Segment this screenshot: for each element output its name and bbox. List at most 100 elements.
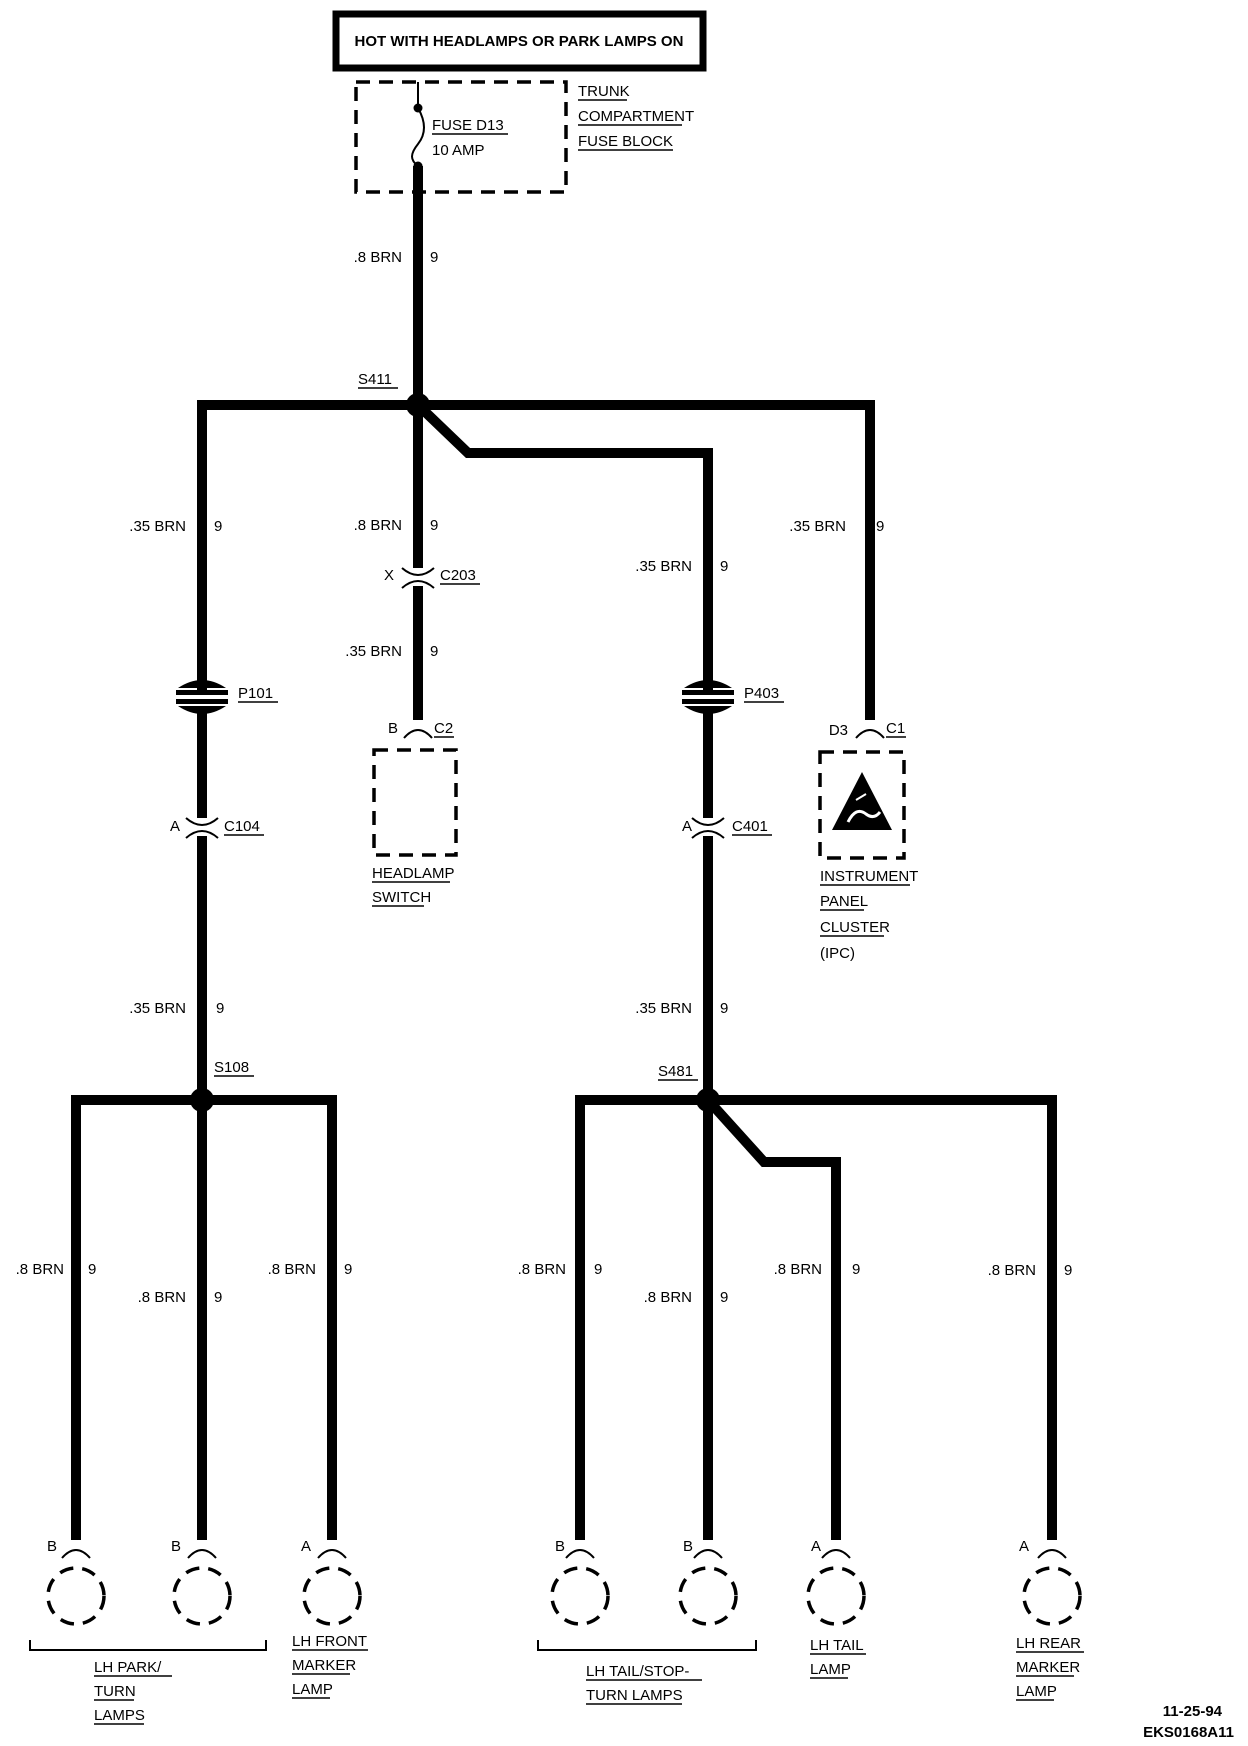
connector-c1-label: C1: [886, 720, 905, 737]
c203-down-circuit: 9: [430, 643, 438, 660]
lamp-pin-6: A: [811, 1538, 821, 1555]
splice-s108-label: S108: [214, 1059, 249, 1076]
lh-park-turn-name-3: LAMPS: [94, 1707, 145, 1724]
connector-c1-pin: D3: [829, 722, 848, 739]
lamp-pin-1: B: [47, 1538, 57, 1555]
connector-c401-pin: A: [682, 818, 692, 835]
lamp-pin-2: B: [171, 1538, 181, 1555]
wire-s411-to-p101: [197, 400, 418, 690]
headlamp-switch-name-2: SWITCH: [372, 889, 431, 906]
lh-rear-marker-name-2: MARKER: [1016, 1659, 1080, 1676]
wire-s481-to-tail-stop-1: [575, 1095, 708, 1540]
ipc-name-2: PANEL: [820, 893, 868, 910]
connector-c2-label: C2: [434, 720, 453, 737]
connector-c203-label: C203: [440, 567, 476, 584]
s108-feed-circuit: 9: [216, 1000, 224, 1017]
footer-date: 11-25-94: [1163, 1703, 1223, 1720]
lh-tail-stop-turn-name-1: LH TAIL/STOP-: [586, 1663, 689, 1680]
fuse-block-name-3: FUSE BLOCK: [578, 133, 673, 150]
passthrough-p403-label: P403: [744, 685, 779, 702]
connector-c2-icon: [403, 729, 433, 739]
left-wire-gauge: .35 BRN: [129, 518, 186, 535]
rb3-gauge: .8 BRN: [774, 1261, 822, 1278]
lb1-circuit: 9: [88, 1261, 96, 1278]
main-wire-circuit: 9: [430, 249, 438, 266]
connector-c401-top: [691, 817, 725, 826]
splice-s481-label: S481: [658, 1063, 693, 1080]
connector-c203-top: [401, 567, 435, 576]
bracket-park-turn: [29, 1640, 267, 1651]
fuse-element-icon: [411, 107, 425, 167]
fuse-block-box: [354, 80, 568, 194]
splice-s411: [406, 393, 430, 417]
rb2-gauge: .8 BRN: [644, 1289, 692, 1306]
p403-wire-circuit: 9: [720, 558, 728, 575]
s481-feed-gauge: .35 BRN: [635, 1000, 692, 1017]
wire-s411-to-ipc: [418, 400, 875, 720]
c203-up-circuit: 9: [430, 517, 438, 534]
wire-s481-to-rear-marker: [708, 1095, 1057, 1540]
header-title: HOT WITH HEADLAMPS OR PARK LAMPS ON: [355, 33, 684, 50]
lh-front-marker-name-3: LAMP: [292, 1681, 333, 1698]
wire-s108-to-park-lamp-1: [71, 1095, 202, 1540]
lh-rear-marker-name-1: LH REAR: [1016, 1635, 1081, 1652]
lh-tail-name-1: LH TAIL: [810, 1637, 864, 1654]
connector-c203-pin: X: [384, 567, 394, 584]
lamp-bulb-icons: [46, 1566, 1082, 1626]
lb1-gauge: .8 BRN: [16, 1261, 64, 1278]
connector-c104-label: C104: [224, 818, 260, 835]
wire-s411-to-p403: [414, 401, 713, 690]
s481-feed-circuit: 9: [720, 1000, 728, 1017]
lb3-circuit: 9: [344, 1261, 352, 1278]
splice-s481: [696, 1088, 720, 1112]
ipc-wire-circuit: 9: [876, 518, 884, 535]
lh-front-marker-name-1: LH FRONT: [292, 1633, 367, 1650]
lamp-connectors: [61, 1549, 1067, 1559]
footer-code: EKS0168A11: [1143, 1724, 1234, 1741]
rb4-gauge: .8 BRN: [988, 1262, 1036, 1279]
fuse-name: FUSE D13: [432, 117, 504, 134]
rb1-circuit: 9: [594, 1261, 602, 1278]
splice-s108: [190, 1088, 214, 1112]
rb3-circuit: 9: [852, 1261, 860, 1278]
ipc-box: [818, 750, 906, 860]
wire-s481-to-tail-lamp: [704, 1096, 841, 1540]
connector-c401-bottom: [691, 830, 725, 839]
lamp-pin-7: A: [1019, 1538, 1029, 1555]
p403-wire-gauge: .35 BRN: [635, 558, 692, 575]
rb1-gauge: .8 BRN: [518, 1261, 566, 1278]
fuse-block-name-1: TRUNK: [578, 83, 630, 100]
lh-front-marker-name-2: MARKER: [292, 1657, 356, 1674]
connector-c401-label: C401: [732, 818, 768, 835]
s108-feed-gauge: .35 BRN: [129, 1000, 186, 1017]
lb2-circuit: 9: [214, 1289, 222, 1306]
main-wire-gauge: .8 BRN: [354, 249, 402, 266]
left-wire-circuit: 9: [214, 518, 222, 535]
connector-c1-icon: [855, 729, 885, 739]
rb4-circuit: 9: [1064, 1262, 1072, 1279]
connector-c2-pin: B: [388, 720, 398, 737]
rb2-circuit: 9: [720, 1289, 728, 1306]
ipc-name-1: INSTRUMENT: [820, 868, 918, 885]
lb3-gauge: .8 BRN: [268, 1261, 316, 1278]
connector-c104-pin: A: [170, 818, 180, 835]
ipc-name-4: (IPC): [820, 945, 855, 962]
esd-sensitive-icon: [832, 772, 892, 830]
lh-park-turn-name-1: LH PARK/: [94, 1659, 162, 1676]
headlamp-switch-box: [372, 748, 458, 857]
headlamp-switch-name-1: HEADLAMP: [372, 865, 455, 882]
passthrough-p101-label: P101: [238, 685, 273, 702]
lh-tail-stop-turn-name-2: TURN LAMPS: [586, 1687, 683, 1704]
lh-tail-name-2: LAMP: [810, 1661, 851, 1678]
c203-up-gauge: .8 BRN: [354, 517, 402, 534]
fuse-rating: 10 AMP: [432, 142, 485, 159]
bracket-tail-stop-turn: [537, 1640, 757, 1651]
connector-c104-bottom: [185, 830, 219, 839]
splice-s411-label: S411: [358, 371, 392, 388]
lamp-pin-4: B: [555, 1538, 565, 1555]
c203-down-gauge: .35 BRN: [345, 643, 402, 660]
ipc-name-3: CLUSTER: [820, 919, 890, 936]
connector-c203-bottom: [401, 580, 435, 589]
lb2-gauge: .8 BRN: [138, 1289, 186, 1306]
